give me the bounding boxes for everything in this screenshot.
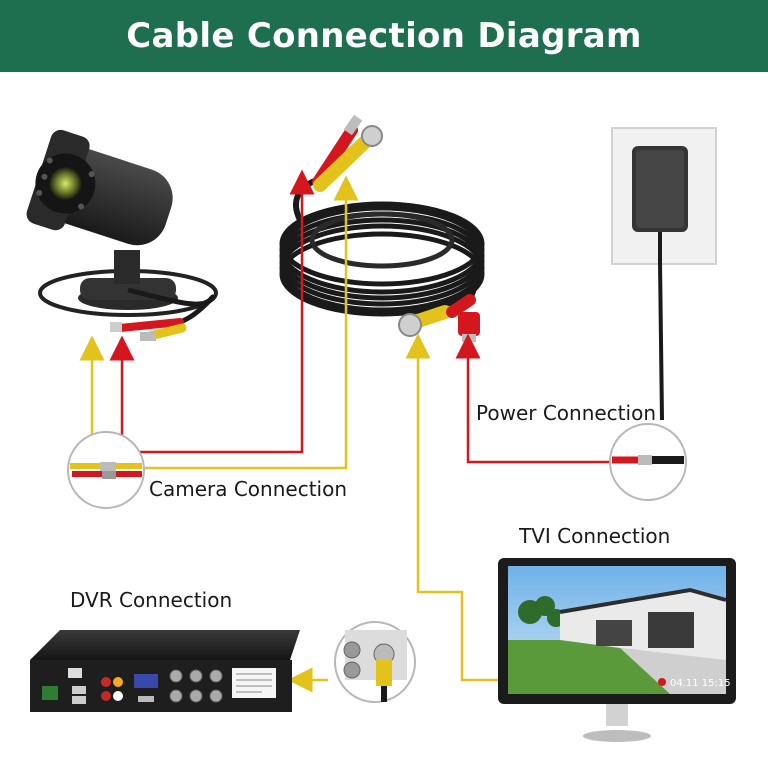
power-connector-callout [609, 423, 687, 501]
monitor-icon: 04.11 15:15 [498, 558, 736, 742]
reel-top-connectors [312, 114, 383, 192]
security-camera-icon [26, 129, 218, 341]
power-lines [109, 169, 612, 464]
siamese-cable-reel-icon [279, 177, 485, 317]
camera-connector-callout [67, 431, 145, 509]
dvr-recorder-icon [30, 630, 300, 712]
bnc-connector-callout [334, 621, 416, 703]
monitor-timestamp: 04.11 15:15 [670, 678, 731, 689]
power-adapter-icon [611, 127, 717, 421]
camera-connection-label: Camera Connection [149, 477, 348, 501]
tvi-connection-label: TVI Connection [519, 524, 671, 548]
page-title: Cable Connection Diagram [126, 16, 642, 56]
video-lines [79, 175, 498, 693]
power-connection-label: Power Connection [476, 401, 656, 425]
reel-bottom-connectors [398, 294, 480, 342]
header-banner: Cable Connection Diagram [0, 0, 768, 72]
dvr-connection-label: DVR Connection [70, 588, 233, 612]
